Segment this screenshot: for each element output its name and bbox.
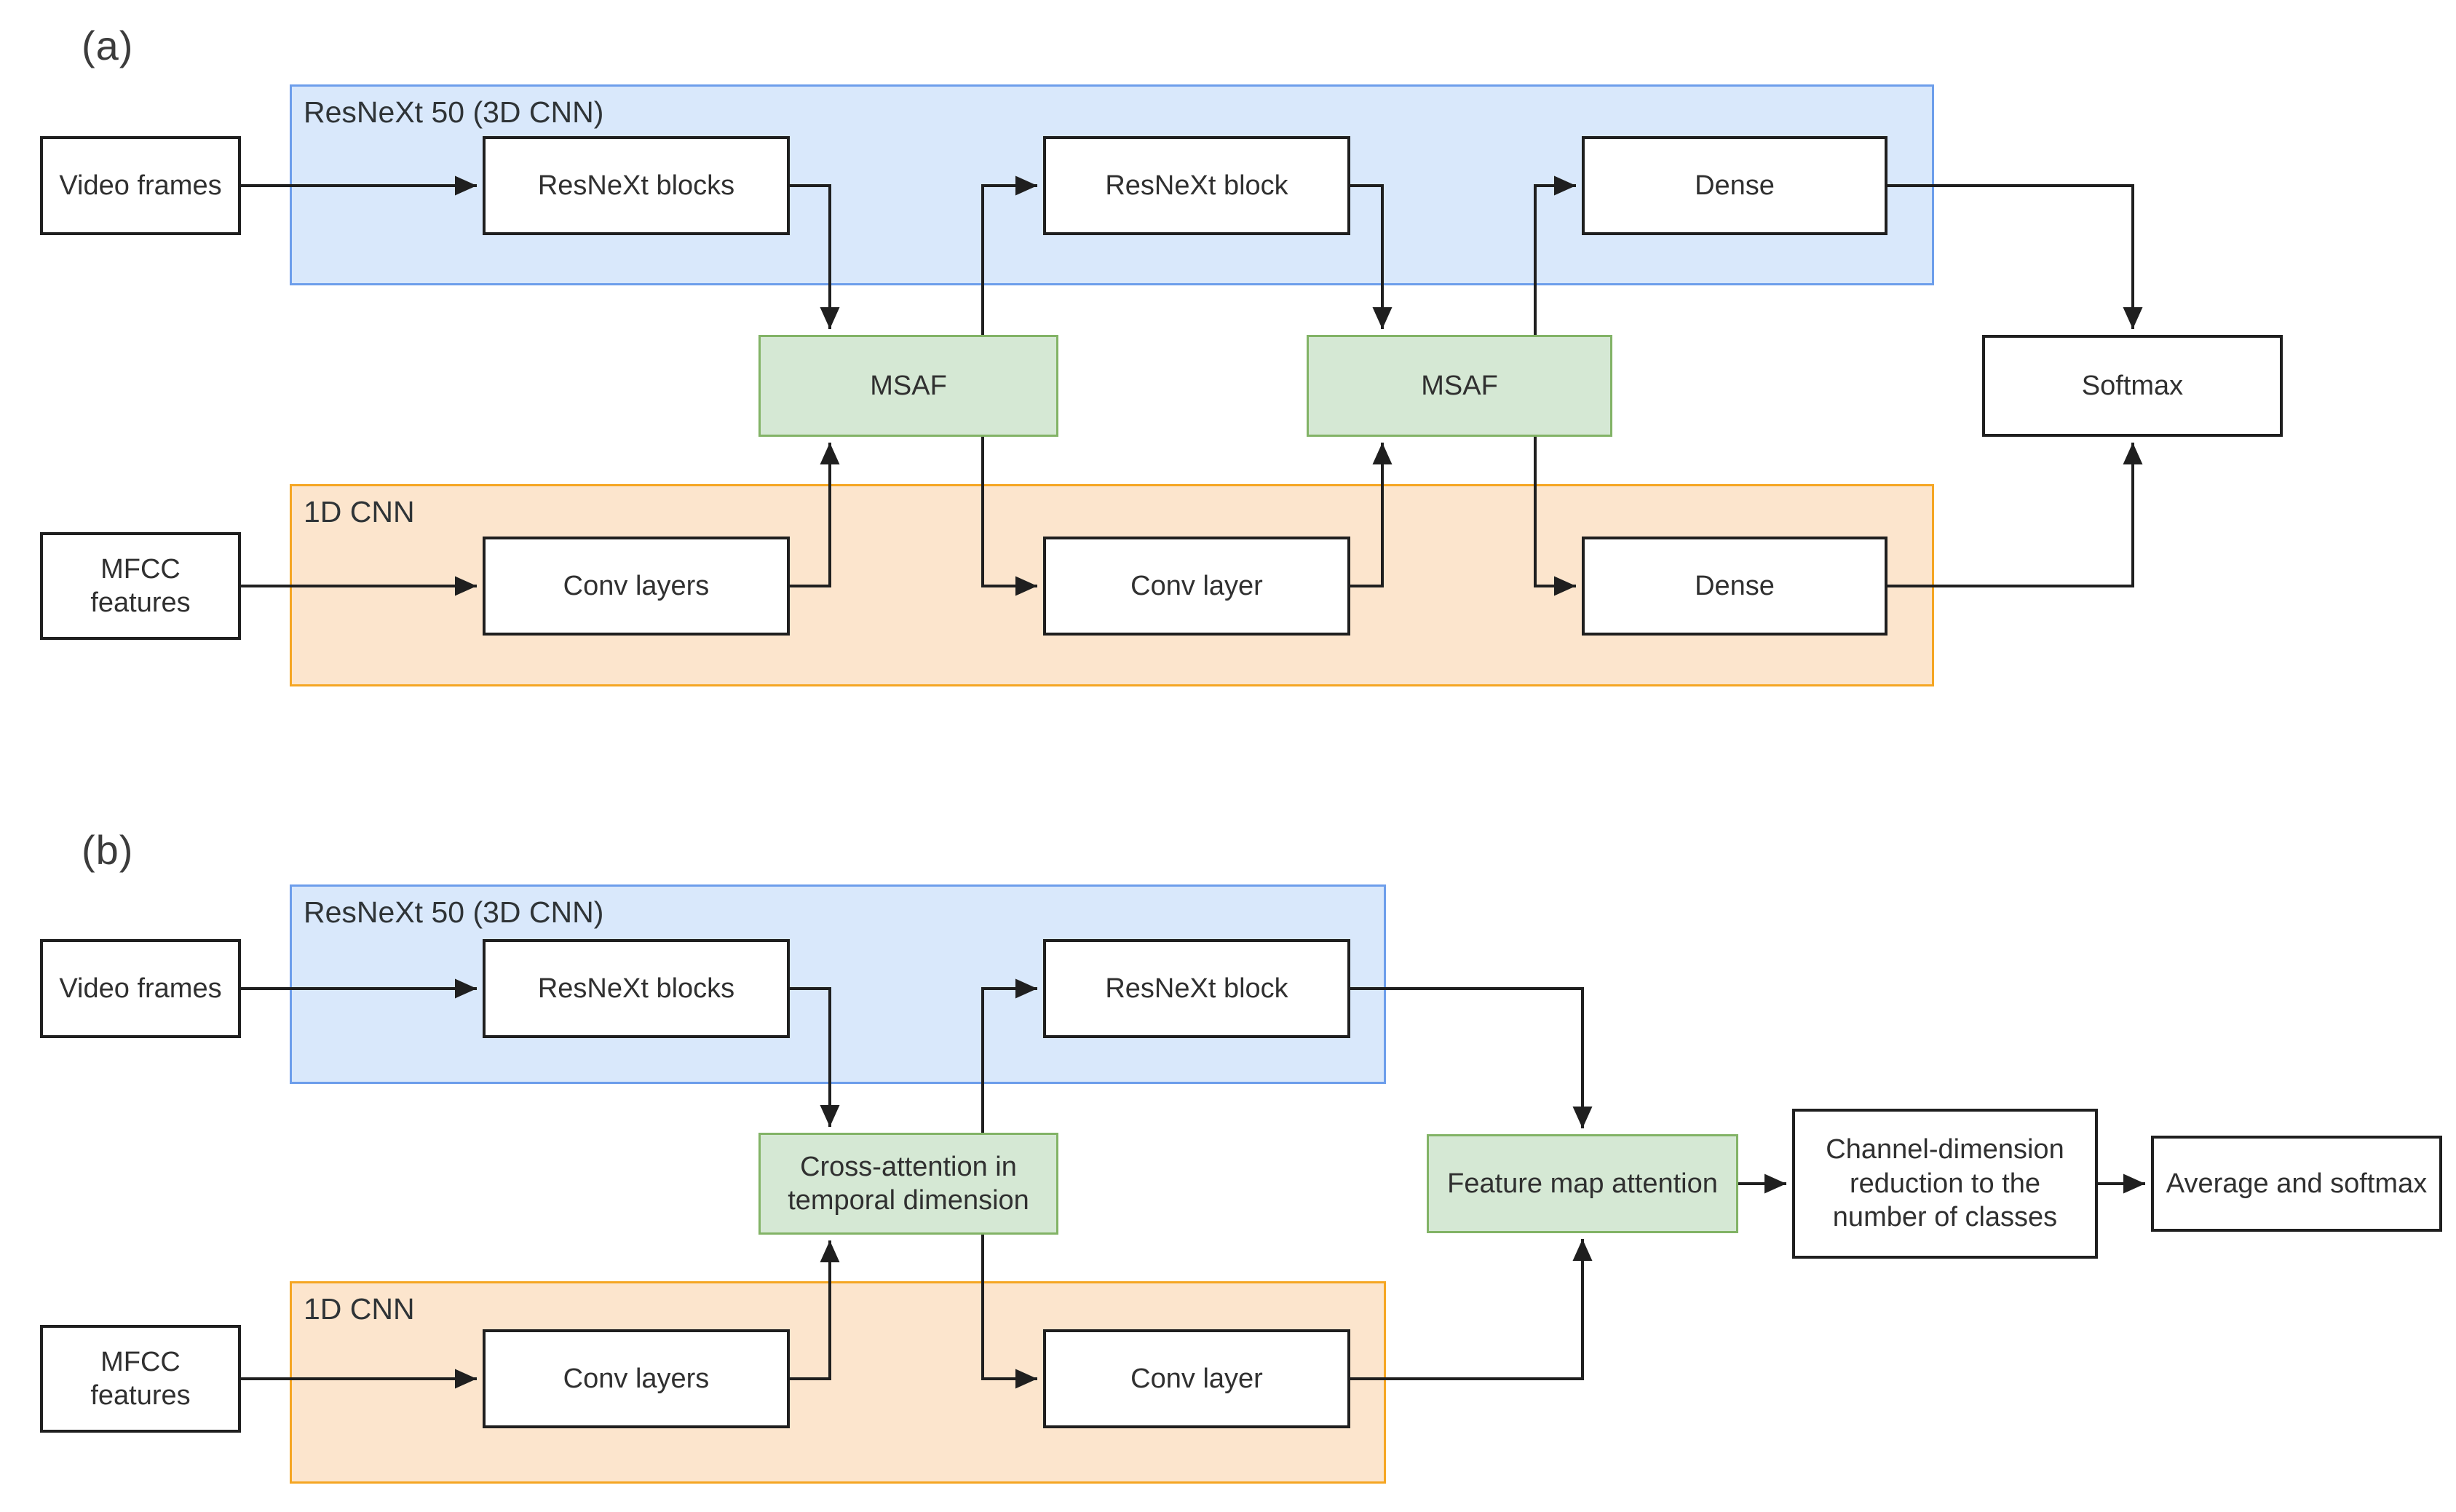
panel-b-conv-layers-label: Conv layers (563, 1363, 710, 1394)
panel-b-average-softmax-node: Average and softmax (2151, 1136, 2442, 1232)
panel-a-conv-layers-node: Conv layers (483, 537, 790, 636)
panel-b-channel-reduction-node: Channel-dimension reduction to the numbe… (1792, 1109, 2098, 1259)
panel-b-resnext-block-node: ResNeXt block (1043, 939, 1350, 1038)
panel-a-msaf-first-label: MSAF (870, 370, 947, 401)
panel-b-video-frames-label: Video frames (59, 973, 222, 1004)
panel-a-video-frames-label: Video frames (59, 170, 222, 201)
panel-a-dense-video-label: Dense (1695, 170, 1775, 201)
panel-a-mfcc-features-node: MFCC features (40, 532, 241, 640)
panel-b-feature-map-attention-label: Feature map attention (1447, 1168, 1718, 1199)
panel-b-cross-attention-node: Cross-attention in temporal dimension (758, 1133, 1058, 1235)
panel-a-resnext-block-node: ResNeXt block (1043, 136, 1350, 235)
panel-a-resnext-block-label: ResNeXt block (1105, 170, 1288, 201)
panel-a-resnext-blocks-label: ResNeXt blocks (537, 170, 735, 201)
panel-b-average-softmax-label: Average and softmax (2166, 1168, 2428, 1199)
panel-a-conv-layers-label: Conv layers (563, 570, 710, 601)
panel-b-video-region-label: ResNeXt 50 (3D CNN) (304, 895, 604, 929)
panel-a-dense-video-node: Dense (1582, 136, 1887, 235)
panel-b-feature-map-attention-node: Feature map attention (1427, 1134, 1738, 1233)
panel-b-audio-region-label: 1D CNN (304, 1292, 415, 1326)
panel-b-conv-layer-node: Conv layer (1043, 1329, 1350, 1428)
panel-b-resnext-blocks-label: ResNeXt blocks (537, 973, 735, 1004)
panel-a-msaf-first-node: MSAF (758, 335, 1058, 437)
panel-a-video-frames-node: Video frames (40, 136, 241, 235)
panel-b-conv-layers-node: Conv layers (483, 1329, 790, 1428)
panel-a-conv-layer-label: Conv layer (1130, 570, 1263, 601)
panel-b-label: (b) (82, 827, 134, 873)
panel-b-video-frames-node: Video frames (40, 939, 241, 1038)
panel-a-video-region-label: ResNeXt 50 (3D CNN) (304, 95, 604, 129)
panel-a-resnext-blocks-node: ResNeXt blocks (483, 136, 790, 235)
panel-b-channel-reduction-label: Channel-dimension reduction to the numbe… (1826, 1134, 2064, 1233)
panel-a-msaf-second-node: MSAF (1307, 335, 1612, 437)
panel-a-dense-audio-node: Dense (1582, 537, 1887, 636)
panel-a-mfcc-features-label: MFCC features (90, 553, 191, 618)
panel-a-msaf-second-label: MSAF (1421, 370, 1498, 401)
panel-a-label: (a) (82, 23, 134, 68)
panel-a-dense-audio-label: Dense (1695, 570, 1775, 601)
panel-a-softmax-node: Softmax (1982, 335, 2283, 437)
panel-a-softmax-label: Softmax (2081, 370, 2184, 401)
panel-b-mfcc-features-node: MFCC features (40, 1325, 241, 1433)
panel-a-conv-layer-node: Conv layer (1043, 537, 1350, 636)
panel-a-audio-region-label: 1D CNN (304, 495, 415, 529)
panel-b-resnext-blocks-node: ResNeXt blocks (483, 939, 790, 1038)
panel-b-resnext-block-label: ResNeXt block (1105, 973, 1288, 1004)
panel-b-conv-layer-label: Conv layer (1130, 1363, 1263, 1394)
panel-b-cross-attention-label: Cross-attention in temporal dimension (788, 1151, 1029, 1216)
panel-b-mfcc-features-label: MFCC features (90, 1346, 191, 1411)
